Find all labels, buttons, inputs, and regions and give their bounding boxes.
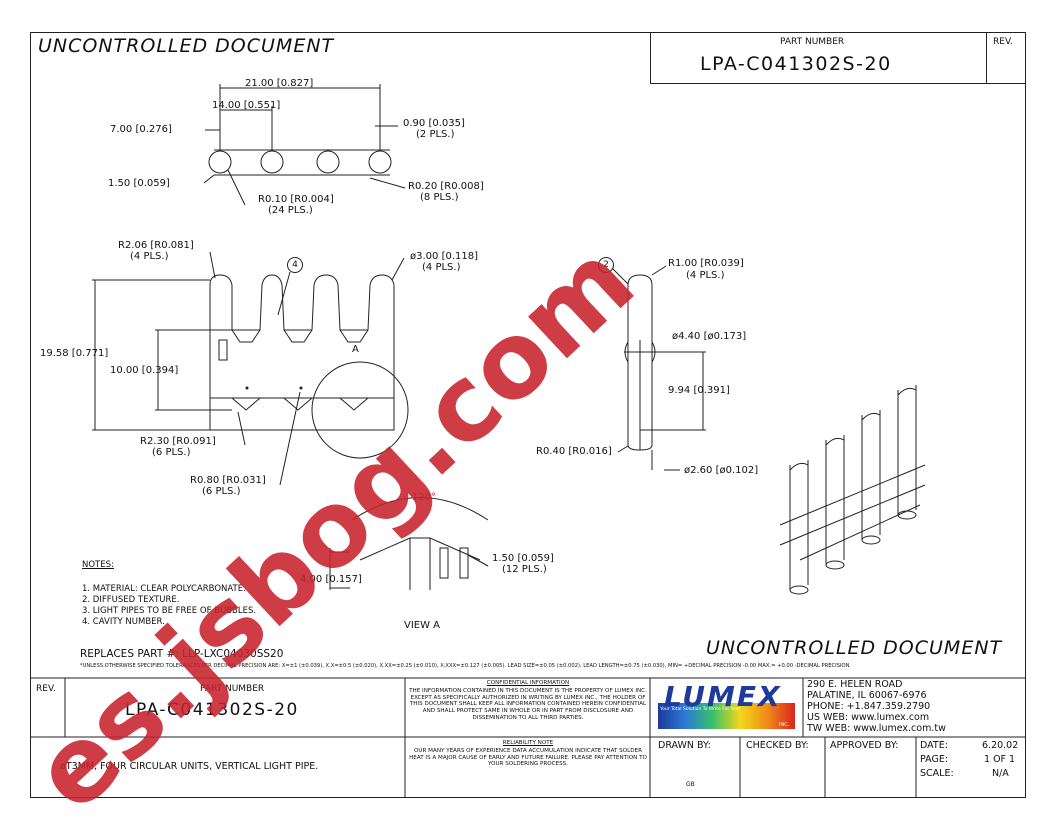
replaces-part: REPLACES PART #: LLP-LXC04030SS20: [80, 648, 284, 660]
dim-h1000: 10.00 [0.394]: [110, 365, 179, 376]
dim-r040: R0.40 [R0.016]: [536, 446, 612, 457]
view-a-d400: 4.00 [0.157]: [300, 574, 362, 585]
note-2: 2. DIFFUSED TEXTURE.: [82, 595, 180, 605]
dim-14: 14.00 [0.551]: [212, 100, 281, 111]
dim-r080-pls: (6 PLS.): [202, 486, 241, 497]
dim-090: 0.90 [0.035]: [403, 118, 465, 129]
dim-dia440: ø4.40 [ø0.173]: [672, 331, 747, 342]
note-3: 3. LIGHT PIPES TO BE FREE OF BUBBLES.: [82, 606, 257, 616]
dim-r206: R2.06 [R0.081]: [118, 240, 194, 251]
part-number-value: LPA-C041302S-20: [700, 53, 892, 75]
dim-r230: R2.30 [R0.091]: [140, 436, 216, 447]
drawing-frame: [30, 32, 1026, 798]
dim-dia300: ø3.00 [0.118]: [410, 251, 478, 262]
address-5: TW WEB: www.lumex.com.tw: [807, 723, 946, 734]
address-2: PALATINE, IL 60067-6976: [807, 690, 927, 701]
approved-by-label: APPROVED BY:: [830, 740, 899, 751]
view-a-label: VIEW A: [404, 620, 441, 631]
dim-r080: R0.80 [R0.031]: [190, 475, 266, 486]
logo-gradient-bar: [658, 703, 795, 729]
reliability-text: OUR MANY YEARS OF EXPERIENCE DATA ACCUMU…: [409, 748, 647, 768]
view-a-angle: 120°: [412, 492, 437, 503]
dim-21: 21.00 [0.827]: [245, 78, 314, 89]
tb-part-number-label: PART NUMBER: [200, 684, 265, 694]
note-4: 4. CAVITY NUMBER.: [82, 617, 165, 627]
rev-box: [986, 32, 1026, 84]
dim-r100: R1.00 [R0.039]: [668, 258, 744, 269]
checked-by-label: CHECKED BY:: [746, 740, 809, 751]
dim-h1958: 19.58 [0.771]: [40, 348, 109, 359]
logo-text: LUMEX: [664, 680, 782, 713]
drawing-linework: [30, 84, 1026, 798]
tb-part-number: LPA-C041302S-20: [125, 700, 299, 720]
part-number-label: PART NUMBER: [780, 37, 845, 47]
dim-r206-pls: (4 PLS.): [130, 251, 169, 262]
date-value: 6.20.02: [982, 740, 1019, 751]
logo-tagline: Your Total Solution To Write For Your: [660, 707, 741, 712]
address-1: 290 E. HELEN ROAD: [807, 679, 903, 690]
dim-090-pls: (2 PLS.): [416, 129, 455, 140]
confidential-title: CONFIDENTIAL INFORMATION: [486, 680, 570, 686]
scale-value: N/A: [992, 768, 1009, 779]
address-3: PHONE: +1.847.359.2790: [807, 701, 931, 712]
dim-7: 7.00 [0.276]: [110, 124, 172, 135]
dim-150: 1.50 [0.059]: [108, 178, 170, 189]
view-a-d150-pls: (12 PLS.): [502, 564, 547, 575]
logo-inc: INC.: [779, 722, 790, 728]
uncontrolled-footer: UNCONTROLLED DOCUMENT: [706, 637, 1003, 659]
dim-994: 9.94 [0.391]: [668, 385, 730, 396]
rev-label: REV.: [993, 37, 1013, 47]
dim-r010-pls: (24 PLS.): [268, 205, 313, 216]
uncontrolled-header: UNCONTROLLED DOCUMENT: [38, 35, 335, 57]
scale-label: SCALE:: [920, 768, 954, 779]
date-label: DATE:: [920, 740, 948, 751]
dim-r100-pls: (4 PLS.): [686, 270, 725, 281]
notes-title: NOTES:: [82, 560, 114, 570]
tb-rev-label: REV.: [36, 684, 56, 694]
label-a: A: [352, 344, 359, 355]
lumex-logo: LUMEX Your Total Solution To Write For Y…: [654, 680, 799, 733]
page-label: PAGE:: [920, 754, 949, 765]
dim-r010: R0.10 [R0.004]: [258, 194, 334, 205]
page-value: 1 OF 1: [984, 754, 1016, 765]
dim-r020: R0.20 [R0.008]: [408, 181, 484, 192]
address-4: US WEB: www.lumex.com: [807, 712, 930, 723]
dim-r020-pls: (8 PLS.): [420, 192, 459, 203]
reliability-title: RELIABILITY NOTE: [502, 740, 554, 746]
view-a-d150: 1.50 [0.059]: [492, 553, 554, 564]
note-1: 1. MATERIAL: CLEAR POLYCARBONATE.: [82, 584, 246, 594]
dim-dia260: ø2.60 [ø0.102]: [684, 465, 759, 476]
confidential-text: THE INFORMATION CONTAINED IN THIS DOCUME…: [409, 688, 647, 721]
tolerance-line: *UNLESS OTHERWISE SPECIFIED TOLERANCES P…: [80, 663, 850, 669]
drawn-by-label: DRAWN BY:: [658, 740, 711, 751]
tb-description: øT3MM, FOUR CIRCULAR UNITS, VERTICAL LIG…: [60, 761, 319, 772]
callout-4: 4: [287, 257, 303, 273]
callout-2: 2: [598, 257, 614, 273]
drawn-by: GB: [686, 781, 695, 788]
dim-r230-pls: (6 PLS.): [152, 447, 191, 458]
dim-dia300-pls: (4 PLS.): [422, 262, 461, 273]
